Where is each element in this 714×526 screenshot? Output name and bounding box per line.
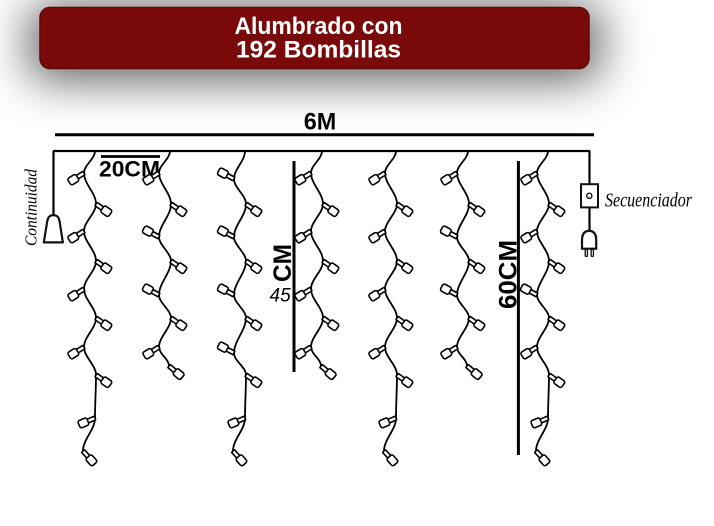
svg-text:Alumbrado con: Alumbrado con — [235, 13, 403, 40]
svg-text:Secuenciador: Secuenciador — [605, 190, 692, 212]
svg-text:Continuidad: Continuidad — [22, 169, 41, 246]
svg-text:CM: CM — [269, 244, 297, 282]
svg-text:192 Bombillas: 192 Bombillas — [236, 37, 401, 64]
svg-text:45: 45 — [270, 286, 292, 307]
svg-text:6M: 6M — [304, 109, 337, 136]
svg-text:60CM: 60CM — [495, 240, 523, 309]
